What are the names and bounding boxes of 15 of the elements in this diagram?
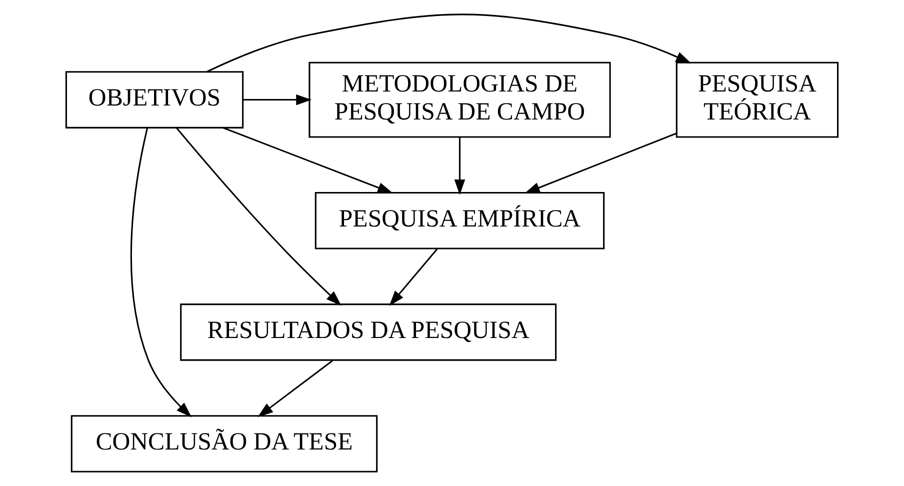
- node-box: METODOLOGIAS DE PESQUISA DE CAMPO: [308, 62, 611, 138]
- arrow: [222, 127, 394, 194]
- node-box: PESQUISA TEÓRICA: [676, 62, 839, 138]
- arrow: [524, 132, 677, 194]
- node-box: OBJETIVOS: [65, 71, 244, 128]
- node-box: CONCLUSÃO DA TESE: [70, 415, 378, 472]
- arrow: [258, 360, 334, 418]
- arrow: [130, 128, 192, 418]
- arrow: [454, 137, 466, 196]
- node-box: RESULTADOS DA PESQUISA: [180, 304, 557, 361]
- arrow: [389, 248, 438, 306]
- node-box: PESQUISA EMPÍRICA: [314, 192, 605, 250]
- arrow: [243, 94, 312, 106]
- arrow: [176, 128, 342, 306]
- arrow: [206, 14, 692, 72]
